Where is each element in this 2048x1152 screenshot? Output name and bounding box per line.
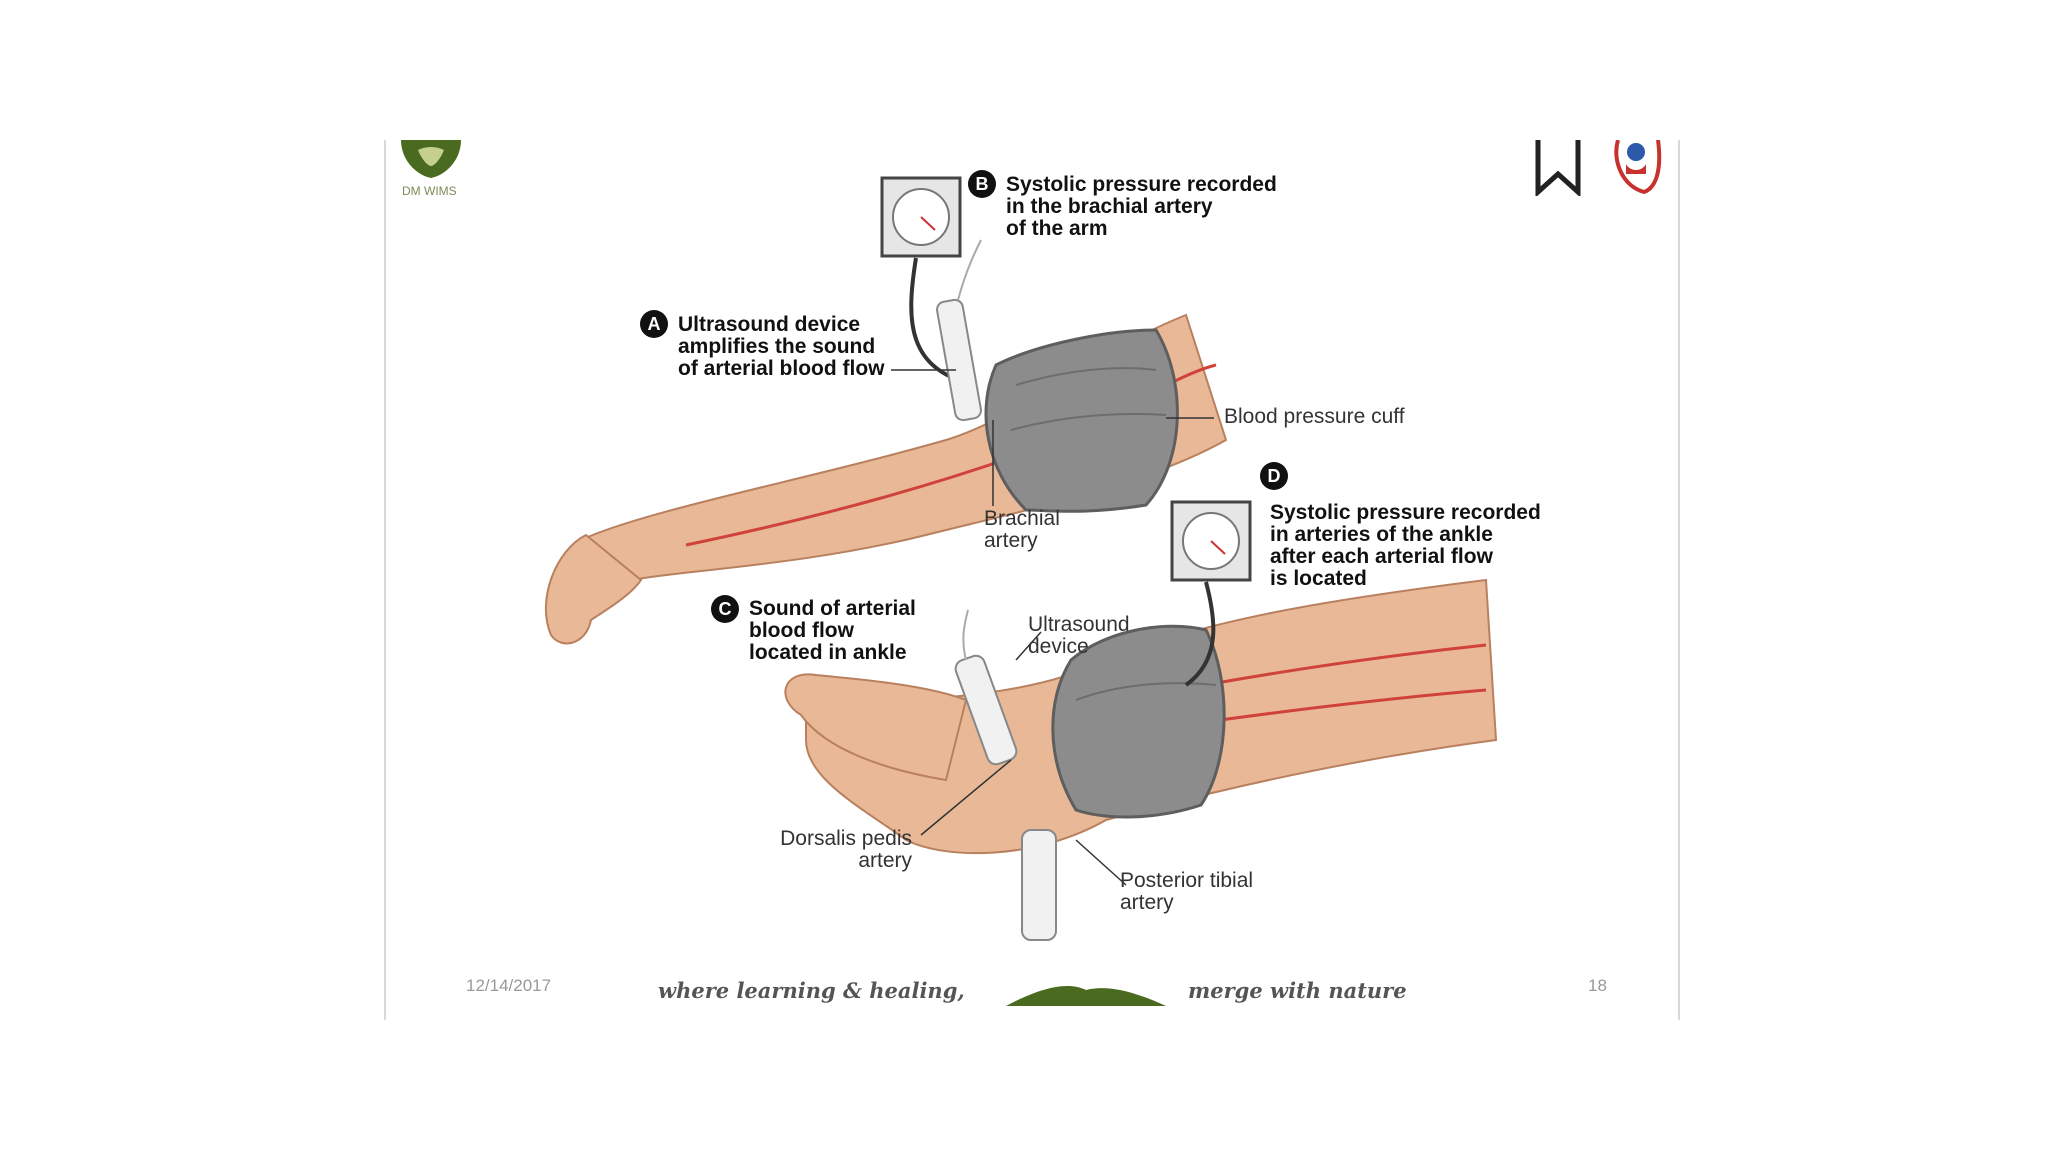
label-badge-a: A — [640, 310, 668, 338]
footer-page-number: 18 — [1588, 976, 1607, 995]
arm-ultrasound-probe — [936, 298, 982, 422]
label-systolic-ankle: Systolic pressure recorded in arteries o… — [1270, 501, 1541, 590]
footer-date: 12/14/2017 — [466, 976, 552, 995]
foot-illustration — [784, 673, 968, 782]
leg-ultrasound-probe — [954, 654, 1018, 766]
institution-logo: DM WIMS — [398, 140, 464, 198]
footer-tagline-right: merge with nature — [1188, 978, 1407, 1003]
emblem-icon — [1614, 140, 1662, 195]
logo-caption: DM WIMS — [402, 184, 457, 198]
label-blood-pressure-cuff: Blood pressure cuff — [1224, 405, 1405, 428]
ankle-ultrasound-probe — [1021, 829, 1057, 941]
slide: DM WIMS B Systolic pressure recorded in … — [384, 140, 1680, 1020]
bookmark-icon[interactable] — [1534, 140, 1582, 196]
label-badge-c: C — [711, 595, 739, 623]
label-badge-d: D — [1260, 462, 1288, 490]
footer-hills — [1006, 985, 1166, 1006]
label-systolic-brachial: Systolic pressure recorded in the brachi… — [1006, 173, 1277, 240]
label-ultrasound-amplifies: Ultrasound device amplifies the sound of… — [678, 313, 885, 380]
hand-illustration — [544, 533, 643, 645]
footer-tagline-left: where learning & healing, — [658, 978, 965, 1003]
illustration — [544, 176, 1498, 1006]
label-sound-ankle: Sound of arterial blood flow located in … — [749, 597, 916, 664]
arm-cuff — [984, 328, 1179, 513]
logo-emblem-icon — [401, 140, 461, 178]
label-badge-b: B — [968, 170, 996, 198]
label-ultrasound-device: Ultrasound device — [1028, 613, 1130, 658]
label-dorsalis-pedis: Dorsalis pedis artery — [780, 827, 912, 872]
label-brachial-artery: Brachial artery — [984, 507, 1060, 552]
label-posterior-tibial: Posterior tibial artery — [1120, 869, 1254, 914]
leg-cuff — [1051, 624, 1226, 819]
